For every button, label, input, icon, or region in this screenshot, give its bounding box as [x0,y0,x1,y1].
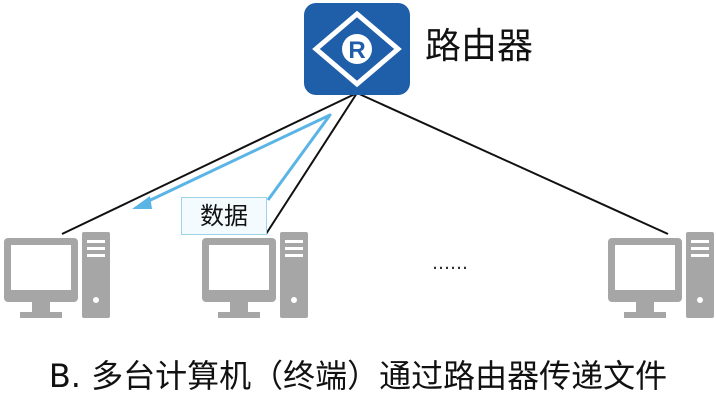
router-icon: R [304,3,410,95]
more-computers-ellipsis: …… [432,253,468,274]
data-flow-arrowhead [132,196,152,209]
router-icon-letter: R [348,37,365,64]
data-flow-arrow [139,113,332,207]
link-line-3 [356,92,669,235]
diagram-caption: B. 多台计算机（终端）通过路由器传递文件 [48,357,668,395]
data-label: 数据 [181,197,267,235]
computer-icon [4,232,110,318]
link-line-2 [265,92,358,235]
router-label: 路由器 [425,26,534,67]
computer-icon [608,232,714,318]
computer-icon [202,232,308,318]
link-line-1 [61,92,358,235]
